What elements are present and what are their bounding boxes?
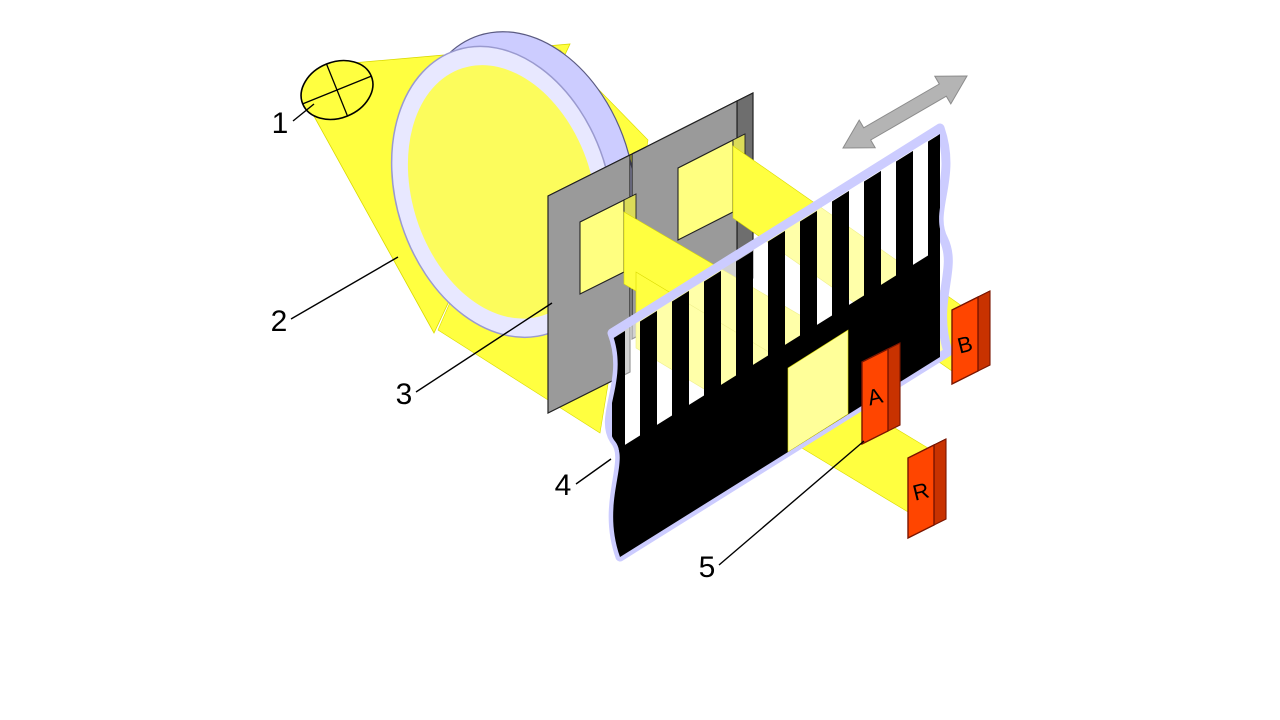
detector-a-label: A [865, 383, 886, 411]
label-3: 3 [396, 378, 413, 411]
detector-a: A [861, 342, 901, 446]
detector-b-side [977, 290, 991, 372]
detector-a-side [887, 342, 901, 432]
encoder-scale [604, 123, 953, 562]
detector-r: R [907, 438, 947, 540]
detector-b-label: B [955, 331, 975, 359]
callouts: 1 2 3 4 5 [271, 103, 865, 584]
label-2: 2 [271, 305, 288, 338]
light-source [300, 59, 374, 121]
mask-left-plate [547, 146, 647, 414]
detector-r-label: R [910, 477, 931, 505]
label-5-leader [718, 440, 865, 566]
label-1-leader [292, 103, 315, 122]
incremental-track [612, 134, 940, 459]
label-4: 4 [555, 469, 572, 502]
detector-b: B [951, 290, 991, 386]
detector-r-side [933, 438, 947, 526]
reference-slit [787, 329, 849, 453]
label-4-leader [575, 458, 612, 485]
label-3-leader [415, 302, 553, 393]
bulb-cross-v [325, 63, 349, 117]
movement-arrow-icon [842, 75, 968, 149]
label-2-leader [290, 256, 399, 320]
detector-r-front [907, 443, 935, 540]
detector-a-front [861, 347, 889, 446]
label-1: 1 [272, 107, 289, 140]
detector-b-front [951, 295, 979, 386]
label-5: 5 [699, 551, 716, 584]
